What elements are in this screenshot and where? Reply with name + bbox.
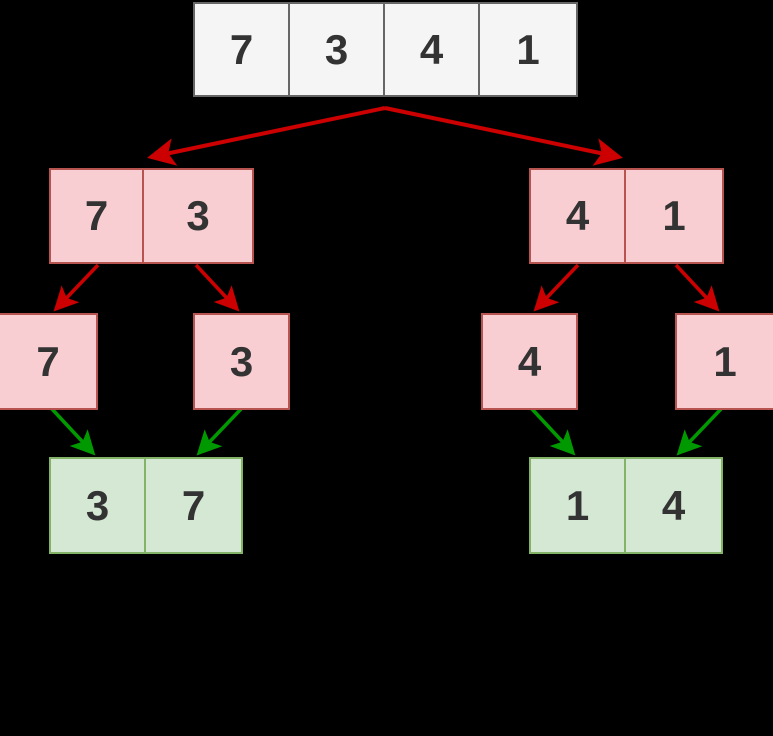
split-half-left: 7 3 [49,168,254,264]
input-cell-3: 1 [480,4,577,95]
input-cell-1: 3 [290,4,386,95]
split-half-right-cell-0: 4 [531,170,627,262]
merge-arrow-3 [196,407,243,456]
split-single-4: 4 [481,313,578,410]
split-half-right-cell-1: 1 [626,170,722,262]
merged-pair-right-cell-1: 4 [626,459,721,552]
merge-arrow-4 [530,407,576,456]
merged-pair-left-cell-1: 7 [146,459,241,552]
split-arrow-root [147,106,623,166]
split-arrow-right-to-1 [674,263,720,312]
split-arrow-right-to-4 [533,263,580,312]
split-arrow-left-to-3 [194,263,240,312]
merge-arrow-7 [50,407,96,456]
split-single-1: 1 [675,313,773,410]
split-half-left-cell-1: 3 [144,170,252,262]
merged-pair-right: 1 4 [529,457,723,554]
input-cell-0: 7 [195,4,291,95]
split-single-4-value: 4 [483,315,576,408]
split-single-1-value: 1 [677,315,773,408]
split-arrow-left-to-7 [53,263,100,312]
input-cell-2: 4 [385,4,481,95]
split-half-right: 4 1 [529,168,724,264]
merged-pair-left: 3 7 [49,457,243,554]
split-single-7: 7 [0,313,98,410]
split-single-7-value: 7 [0,315,96,408]
split-half-left-cell-0: 7 [51,170,145,262]
merge-arrow-1 [676,407,723,456]
split-single-3-value: 3 [195,315,288,408]
split-single-3: 3 [193,313,290,410]
merged-pair-left-cell-0: 3 [51,459,147,552]
merged-pair-right-cell-0: 1 [531,459,627,552]
input-array: 7 3 4 1 [193,2,578,97]
